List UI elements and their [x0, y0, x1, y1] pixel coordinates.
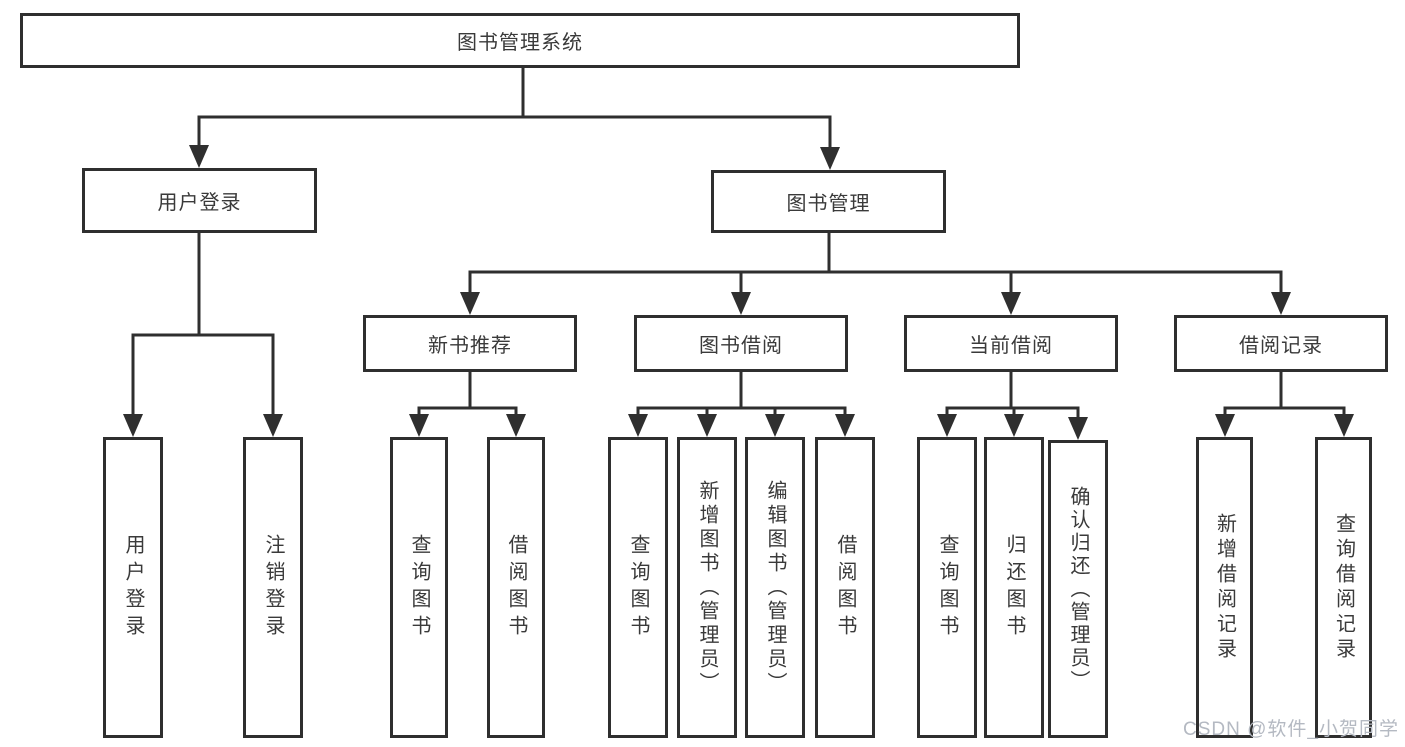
arrowhead	[409, 414, 429, 437]
leaf-query-borrow-record: 查询借阅记录	[1315, 437, 1372, 738]
arrowhead	[506, 414, 526, 437]
leaf-borrow-books: 借阅图书	[815, 437, 875, 738]
arrowhead	[1215, 414, 1235, 437]
leaf-add-borrow-record: 新增借阅记录	[1196, 437, 1253, 738]
node-borrow-records: 借阅记录	[1174, 315, 1388, 372]
arrowhead	[123, 414, 143, 437]
arrowhead	[731, 292, 751, 315]
arrowhead	[835, 414, 855, 437]
arrowhead	[189, 145, 209, 168]
arrowhead	[765, 414, 785, 437]
leaf-user-login: 用户登录	[103, 437, 163, 738]
connector-user-login	[131, 231, 275, 421]
leaf-query-books: 查询图书	[917, 437, 977, 738]
arrowheads	[123, 145, 1354, 440]
node-book-management: 图书管理	[711, 170, 946, 233]
connector-book-mgmt	[468, 231, 1283, 299]
arrowhead	[1334, 414, 1354, 437]
node-new-book-recommend: 新书推荐	[363, 315, 577, 372]
leaf-add-books-admin: 新增图书（管理员）	[677, 437, 737, 738]
node-root: 图书管理系统	[20, 13, 1020, 68]
leaf-query-books: 查询图书	[608, 437, 668, 738]
arrowhead	[820, 147, 840, 170]
connector-root	[197, 66, 832, 154]
connector-records	[1223, 370, 1346, 423]
leaf-confirm-return-admin: 确认归还（管理员）	[1048, 440, 1108, 738]
arrowhead	[263, 414, 283, 437]
arrowhead	[937, 414, 957, 437]
connector-new-rec	[417, 370, 518, 423]
leaf-edit-books-admin: 编辑图书（管理员）	[745, 437, 805, 738]
node-book-borrowing: 图书借阅	[634, 315, 848, 372]
arrowhead	[697, 414, 717, 437]
arrowhead	[1068, 417, 1088, 440]
arrowhead	[460, 292, 480, 315]
arrowhead	[1004, 414, 1024, 437]
node-user-login: 用户登录	[82, 168, 317, 233]
leaf-query-books: 查询图书	[390, 437, 448, 738]
node-current-borrow: 当前借阅	[904, 315, 1118, 372]
leaf-return-books: 归还图书	[984, 437, 1044, 738]
connector-borrowing	[636, 370, 847, 423]
leaf-logout: 注销登录	[243, 437, 303, 738]
arrowhead	[628, 414, 648, 437]
arrowhead	[1001, 292, 1021, 315]
leaf-borrow-books: 借阅图书	[487, 437, 545, 738]
arrowhead	[1271, 292, 1291, 315]
